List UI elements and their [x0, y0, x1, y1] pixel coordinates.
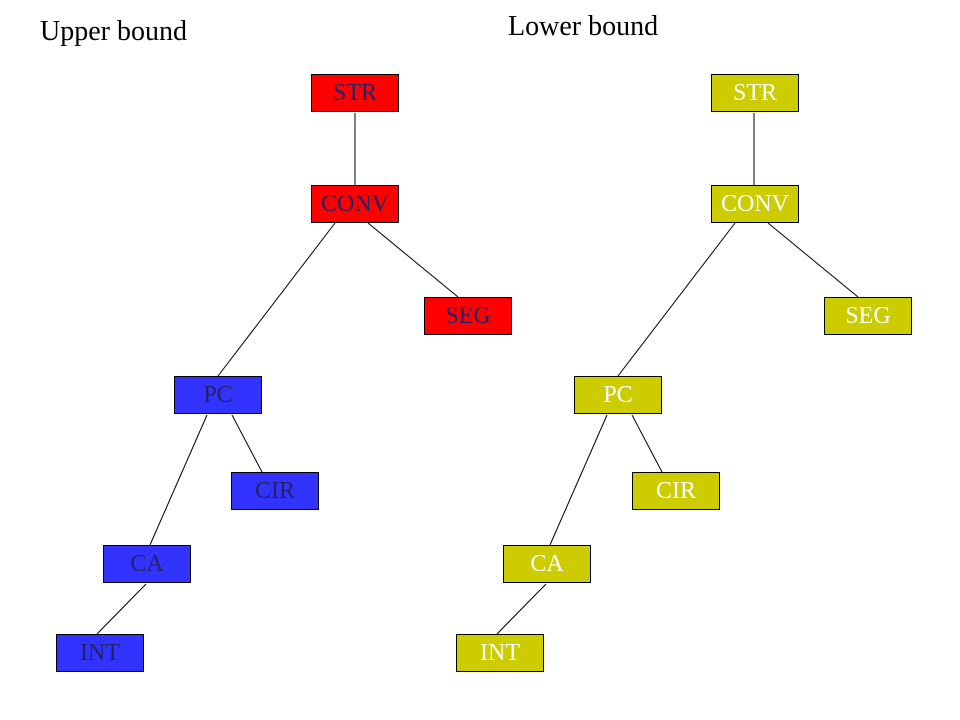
- edge-upper-ca-int: [96, 583, 147, 635]
- lower-node-pc: PC: [574, 376, 662, 414]
- edge-upper-conv-seg: [367, 222, 459, 298]
- lower-node-str: STR: [711, 74, 799, 112]
- lower-bound-title: Lower bound: [508, 11, 659, 42]
- edge-upper-pc-ca: [149, 414, 208, 546]
- edge-upper-conv-pc: [217, 222, 336, 377]
- upper-node-str: STR: [311, 74, 399, 112]
- lower-node-cir: CIR: [632, 472, 720, 510]
- upper-node-conv: CONV: [311, 185, 399, 223]
- edge-lower-pc-cir: [631, 414, 663, 473]
- edge-upper-pc-cir: [231, 414, 263, 473]
- upper-node-cir: CIR: [231, 472, 319, 510]
- edge-lower-conv-pc: [617, 222, 736, 377]
- lower-node-seg: SEG: [824, 297, 912, 335]
- edge-lower-pc-ca: [549, 414, 608, 546]
- upper-node-seg: SEG: [424, 297, 512, 335]
- edge-lower-conv-seg: [767, 222, 859, 298]
- lower-node-int: INT: [456, 634, 544, 672]
- upper-bound-title: Upper bound: [40, 16, 187, 47]
- lower-node-ca: CA: [503, 545, 591, 583]
- edge-lower-ca-int: [496, 583, 547, 635]
- upper-node-int: INT: [56, 634, 144, 672]
- upper-node-pc: PC: [174, 376, 262, 414]
- upper-node-ca: CA: [103, 545, 191, 583]
- lower-node-conv: CONV: [711, 185, 799, 223]
